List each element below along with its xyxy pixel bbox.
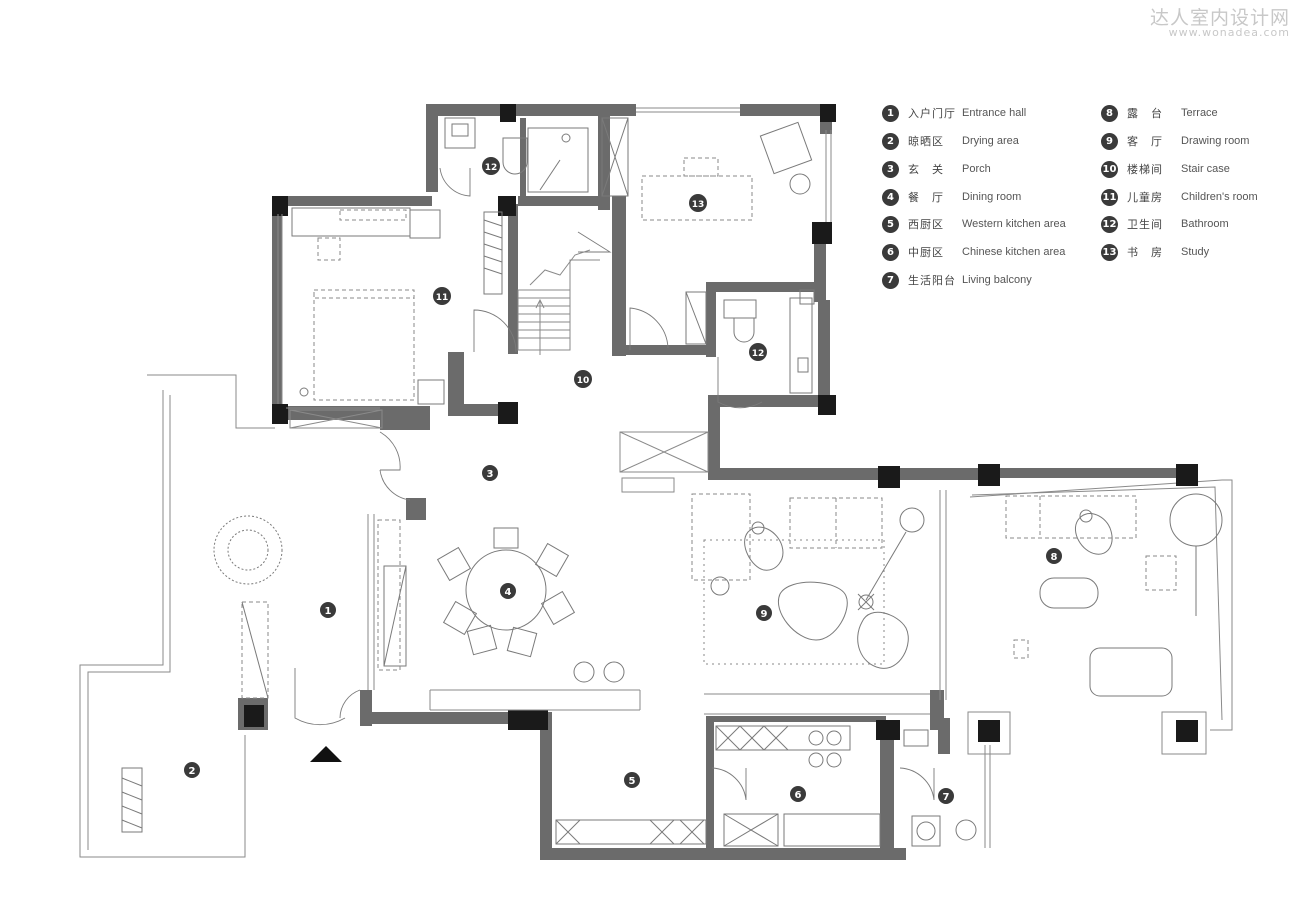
room-label-stair-case: 10 [574, 370, 592, 388]
legend-item: 11 儿童房 Children's room [1101, 188, 1258, 206]
room-label-childrens-room: 11 [433, 287, 451, 305]
room-label-porch: 3 [482, 465, 498, 481]
legend-item: 4 餐 厅 Dining room [882, 188, 1021, 206]
room-label-western-kitchen: 5 [624, 772, 640, 788]
entrance-furniture [121, 515, 342, 833]
legend-en: Porch [962, 163, 991, 175]
legend-number: 8 [1101, 104, 1118, 122]
legend-item: 2 晾晒区 Drying area [882, 132, 1019, 150]
legend-cn: 晾晒区 [908, 135, 944, 148]
legend-number: 7 [882, 271, 899, 289]
legend-item: 9 客 厅 Drawing room [1101, 132, 1249, 150]
svg-text:10: 10 [577, 376, 590, 386]
legend-number: 11 [1101, 188, 1118, 206]
legend-cn: 玄 关 [908, 163, 944, 176]
legend-cn: 卫生间 [1127, 218, 1163, 231]
room-label-drying-area: 2 [184, 762, 200, 778]
legend-cn: 书 房 [1127, 246, 1163, 259]
legend-en: Dining room [962, 191, 1022, 203]
watermark-title: 达人室内设计网 [1149, 7, 1290, 29]
legend-number: 13 [1101, 243, 1118, 261]
room-label-entrance-hall: 1 [320, 602, 336, 618]
svg-text:12: 12 [485, 163, 498, 173]
legend-en: Bathroom [1181, 218, 1229, 230]
terrace-furniture [1005, 493, 1223, 697]
legend-en: Study [1181, 246, 1210, 258]
legend-cn: 中厨区 [908, 246, 944, 259]
legend-item: 5 西厨区 Western kitchen area [882, 215, 1066, 233]
legend-item: 7 生活阳台 Living balcony [882, 271, 1032, 289]
room-label-terrace: 8 [1046, 548, 1062, 564]
legend-number: 1 [882, 104, 899, 122]
svg-text:2: 2 [189, 766, 196, 777]
kitchen-fixtures [555, 725, 977, 847]
svg-text:4: 4 [505, 587, 512, 598]
svg-text:12: 12 [752, 349, 765, 359]
room-label-bathroom-top: 12 [482, 157, 500, 175]
svg-text:7: 7 [943, 792, 950, 803]
svg-text:6: 6 [795, 790, 802, 801]
room-labels: 1 2 3 4 5 6 7 8 9 10 11 [184, 157, 1062, 804]
interior-lines [277, 107, 947, 715]
svg-text:1: 1 [325, 606, 332, 617]
study-furniture [601, 117, 813, 345]
legend-cn: 餐 厅 [908, 191, 944, 204]
legend-en: Chinese kitchen area [962, 246, 1066, 258]
legend-item: 1 入户门厅 Entrance hall [882, 104, 1026, 122]
legend-en: Drying area [962, 135, 1019, 147]
legend-item: 13 书 房 Study [1101, 243, 1209, 261]
legend-en: Terrace [1181, 107, 1218, 119]
svg-text:3: 3 [487, 469, 494, 480]
living-room-furniture [691, 493, 925, 669]
structural-columns [244, 104, 1207, 755]
legend-number: 5 [882, 215, 899, 233]
legend-number: 4 [882, 188, 899, 206]
legend-number: 6 [882, 243, 899, 261]
room-label-bathroom-right: 12 [749, 343, 767, 361]
legend-item: 3 玄 关 Porch [882, 160, 991, 178]
legend-en: Drawing room [1181, 135, 1250, 147]
legend-item: 8 露 台 Terrace [1101, 104, 1218, 122]
legend-number: 2 [882, 132, 899, 150]
legend-en: Stair case [1181, 163, 1230, 175]
childrens-room-furniture [291, 207, 503, 405]
svg-text:9: 9 [761, 609, 768, 620]
svg-text:5: 5 [629, 776, 636, 787]
doors [294, 167, 935, 801]
legend-number: 9 [1101, 132, 1118, 150]
room-label-chinese-kitchen: 6 [790, 786, 806, 802]
legend-en: Entrance hall [962, 107, 1027, 119]
railings [79, 374, 1233, 858]
legend-item: 12 卫生间 Bathroom [1101, 215, 1229, 233]
room-label-drawing-room: 9 [756, 605, 772, 621]
legend-cn: 楼梯间 [1127, 163, 1163, 176]
legend-item: 10 楼梯间 Stair case [1101, 160, 1230, 178]
legend-en: Living balcony [962, 274, 1032, 286]
room-label-study: 13 [689, 194, 707, 212]
legend-number: 10 [1101, 160, 1118, 178]
legend-cn: 西厨区 [908, 218, 944, 231]
legend-cn: 生活阳台 [908, 274, 956, 287]
legend-item: 6 中厨区 Chinese kitchen area [882, 243, 1065, 261]
legend-cn: 儿童房 [1127, 191, 1163, 204]
bathroom-fixtures [444, 117, 815, 394]
svg-text:8: 8 [1051, 552, 1058, 563]
legend-cn: 客 厅 [1127, 135, 1163, 148]
room-label-living-balcony: 7 [938, 788, 954, 804]
svg-text:13: 13 [692, 200, 705, 210]
dining-furniture [377, 519, 625, 683]
staircase [517, 249, 600, 355]
legend-number: 3 [882, 160, 899, 178]
walls [238, 104, 1198, 860]
legend-en: Western kitchen area [962, 218, 1066, 230]
watermark-url: www.wonadea.com [1168, 26, 1290, 39]
legend-cn: 露 台 [1127, 107, 1163, 120]
legend-cn: 入户门厅 [908, 107, 956, 120]
svg-text:11: 11 [436, 293, 449, 303]
legend-en: Children's room [1181, 191, 1258, 203]
legend-number: 12 [1101, 215, 1118, 233]
room-label-dining-room: 4 [500, 583, 516, 599]
